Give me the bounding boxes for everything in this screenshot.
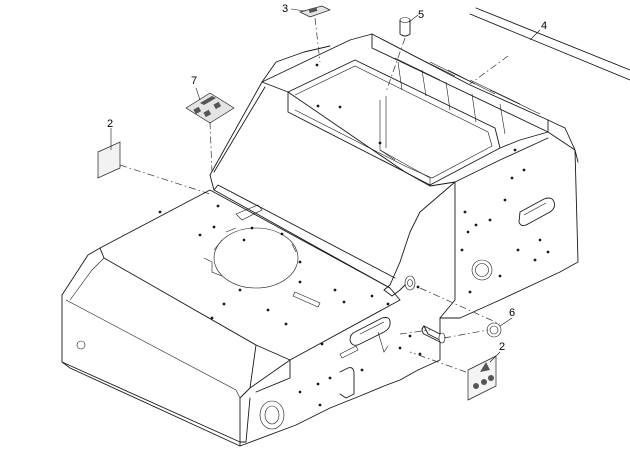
callout-2-right: 2 — [499, 341, 505, 353]
callout-2-left: 2 — [107, 118, 113, 130]
callout-3: 3 — [282, 3, 288, 15]
part-5-plug — [399, 17, 411, 37]
part-3-plate — [299, 5, 331, 18]
front-sloped-panel — [209, 81, 456, 297]
rear-upper-frame — [261, 33, 579, 319]
axle-pin — [421, 325, 446, 344]
part-6-bushing — [486, 322, 502, 338]
part-7-decal — [185, 92, 235, 124]
callout-6: 6 — [509, 307, 515, 319]
base-chassis — [61, 189, 441, 447]
part-2-decal-right — [467, 355, 497, 401]
callout-7: 7 — [191, 75, 197, 87]
assembly-lines — [119, 17, 509, 373]
callout-leaders — [110, 8, 541, 363]
callout-4: 4 — [541, 20, 547, 32]
callout-5: 5 — [418, 9, 424, 21]
part-2-decal-left — [97, 141, 121, 179]
part-4-rod — [469, 7, 630, 81]
